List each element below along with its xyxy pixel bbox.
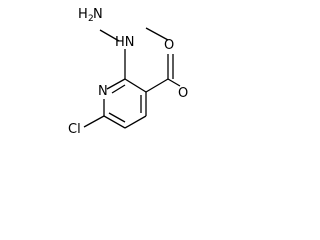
bond-ccarbonyl-oester — [167, 78, 181, 87]
bond-c3-ccarbonyl — [145, 78, 169, 93]
bond-n1-c2-inner — [111, 84, 126, 94]
atom-nh2-h: H — [78, 7, 88, 22]
bond-oester-methyl — [145, 27, 169, 41]
atom-ring-nitrogen: N — [98, 84, 108, 99]
atom-nh2-subscript: 2 — [88, 14, 94, 24]
bond-c4-c5 — [124, 115, 147, 129]
atom-nh2-n: N — [93, 7, 103, 22]
bond-c5-c6 — [103, 115, 126, 129]
bond-n1-c2 — [106, 78, 126, 90]
bond-c5-c6-inner — [108, 112, 126, 123]
atom-ester-oxygen: O — [178, 86, 188, 101]
bond-nh-nh2 — [99, 29, 120, 42]
atom-carbonyl-oxygen: O — [164, 38, 174, 53]
bond-c2-c3 — [124, 78, 147, 93]
atom-hydrazine-nh: HN — [115, 35, 135, 50]
bond-c6-cl — [83, 115, 105, 128]
molecule-structure: H 2 N HN N Cl O O — [68, 7, 188, 137]
atom-chlorine: Cl — [68, 122, 81, 137]
